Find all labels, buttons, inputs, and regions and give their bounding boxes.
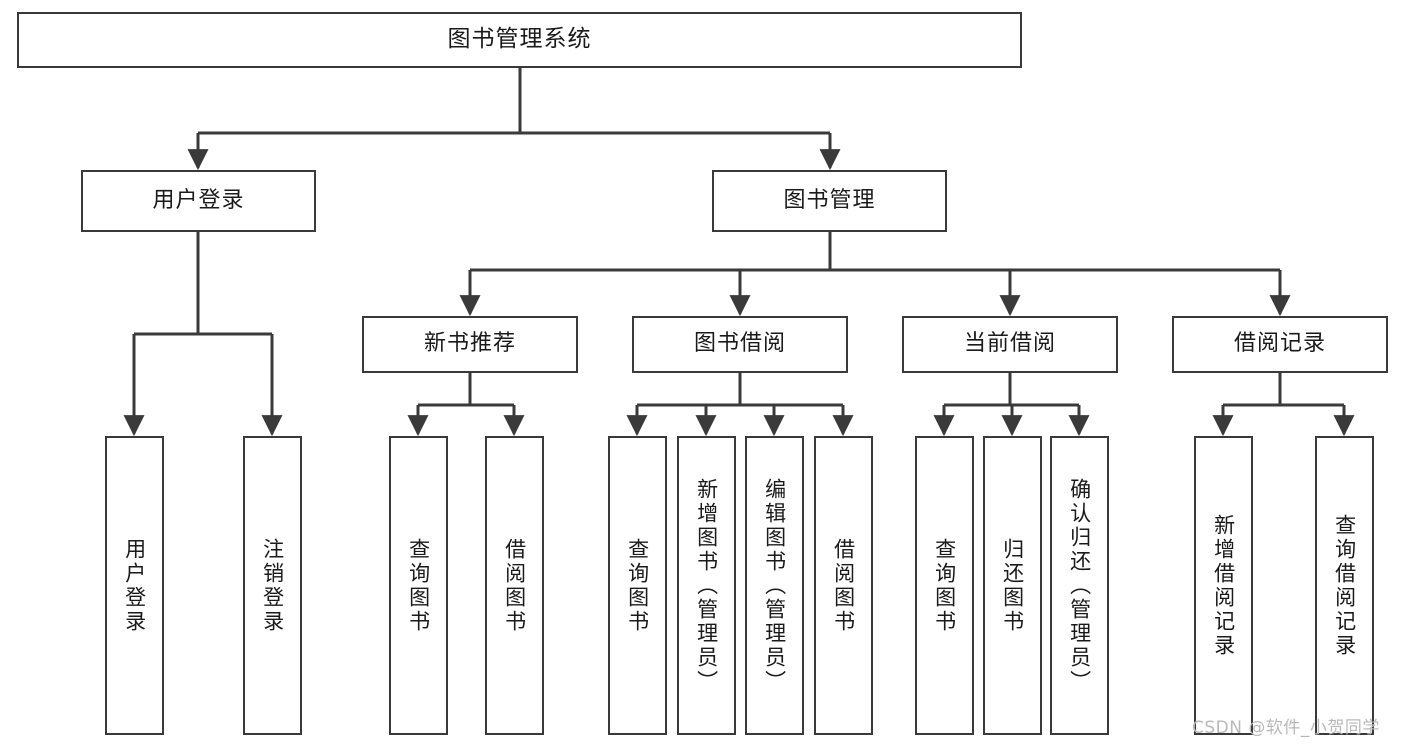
node-leaf-logout-login-label: 注销登录: [260, 537, 285, 634]
node-leaf-query-book-1[interactable]: 查询图书: [389, 436, 448, 735]
node-leaf-borrow-book-1-label: 借阅图书: [502, 537, 527, 634]
node-leaf-user-login[interactable]: 用户登录: [105, 436, 164, 735]
node-root[interactable]: 图书管理系统: [17, 12, 1022, 68]
node-leaf-borrow-book-2[interactable]: 借阅图书: [814, 436, 873, 735]
node-user-login[interactable]: 用户登录: [81, 170, 316, 232]
node-borrow-record-label: 借阅记录: [1233, 331, 1326, 357]
node-leaf-borrow-book-2-label: 借阅图书: [831, 537, 856, 634]
csdn-watermark: CSDN @软件_小贺同学: [1192, 718, 1380, 738]
node-leaf-query-record[interactable]: 查询借阅记录: [1315, 436, 1374, 735]
node-borrow-record[interactable]: 借阅记录: [1172, 316, 1388, 373]
node-book-borrow[interactable]: 图书借阅: [632, 316, 848, 373]
node-book-manage-label: 图书管理: [783, 187, 876, 213]
node-book-borrow-label: 图书借阅: [693, 331, 786, 357]
node-leaf-query-record-label: 查询借阅记录: [1332, 513, 1357, 658]
node-leaf-logout-login[interactable]: 注销登录: [243, 436, 302, 735]
node-current-borrow-label: 当前借阅: [963, 331, 1056, 357]
node-leaf-edit-book[interactable]: 编辑图书（管理员）: [745, 436, 804, 735]
node-book-manage[interactable]: 图书管理: [712, 170, 947, 232]
node-leaf-user-login-label: 用户登录: [122, 537, 147, 634]
node-leaf-add-book-label: 新增图书（管理员）: [694, 477, 719, 694]
node-leaf-borrow-book-1[interactable]: 借阅图书: [485, 436, 544, 735]
node-leaf-add-book[interactable]: 新增图书（管理员）: [677, 436, 736, 735]
node-leaf-confirm-return[interactable]: 确认归还（管理员）: [1050, 436, 1109, 735]
node-new-book-recommend-label: 新书推荐: [423, 331, 516, 357]
node-leaf-confirm-return-label: 确认归还（管理员）: [1067, 477, 1092, 694]
node-current-borrow[interactable]: 当前借阅: [902, 316, 1118, 373]
node-leaf-return-book-label: 归还图书: [1000, 537, 1025, 634]
node-root-label: 图书管理系统: [447, 26, 592, 53]
node-leaf-query-book-2[interactable]: 查询图书: [608, 436, 667, 735]
node-leaf-query-book-1-label: 查询图书: [406, 537, 431, 634]
node-new-book-recommend[interactable]: 新书推荐: [362, 316, 578, 373]
node-leaf-add-record-label: 新增借阅记录: [1211, 513, 1236, 658]
node-leaf-return-book[interactable]: 归还图书: [983, 436, 1042, 735]
node-user-login-label: 用户登录: [152, 187, 245, 213]
node-leaf-query-book-2-label: 查询图书: [625, 537, 650, 634]
node-leaf-query-book-3-label: 查询图书: [932, 537, 957, 634]
node-leaf-query-book-3[interactable]: 查询图书: [915, 436, 974, 735]
node-leaf-add-record[interactable]: 新增借阅记录: [1194, 436, 1253, 735]
node-leaf-edit-book-label: 编辑图书（管理员）: [762, 477, 787, 694]
